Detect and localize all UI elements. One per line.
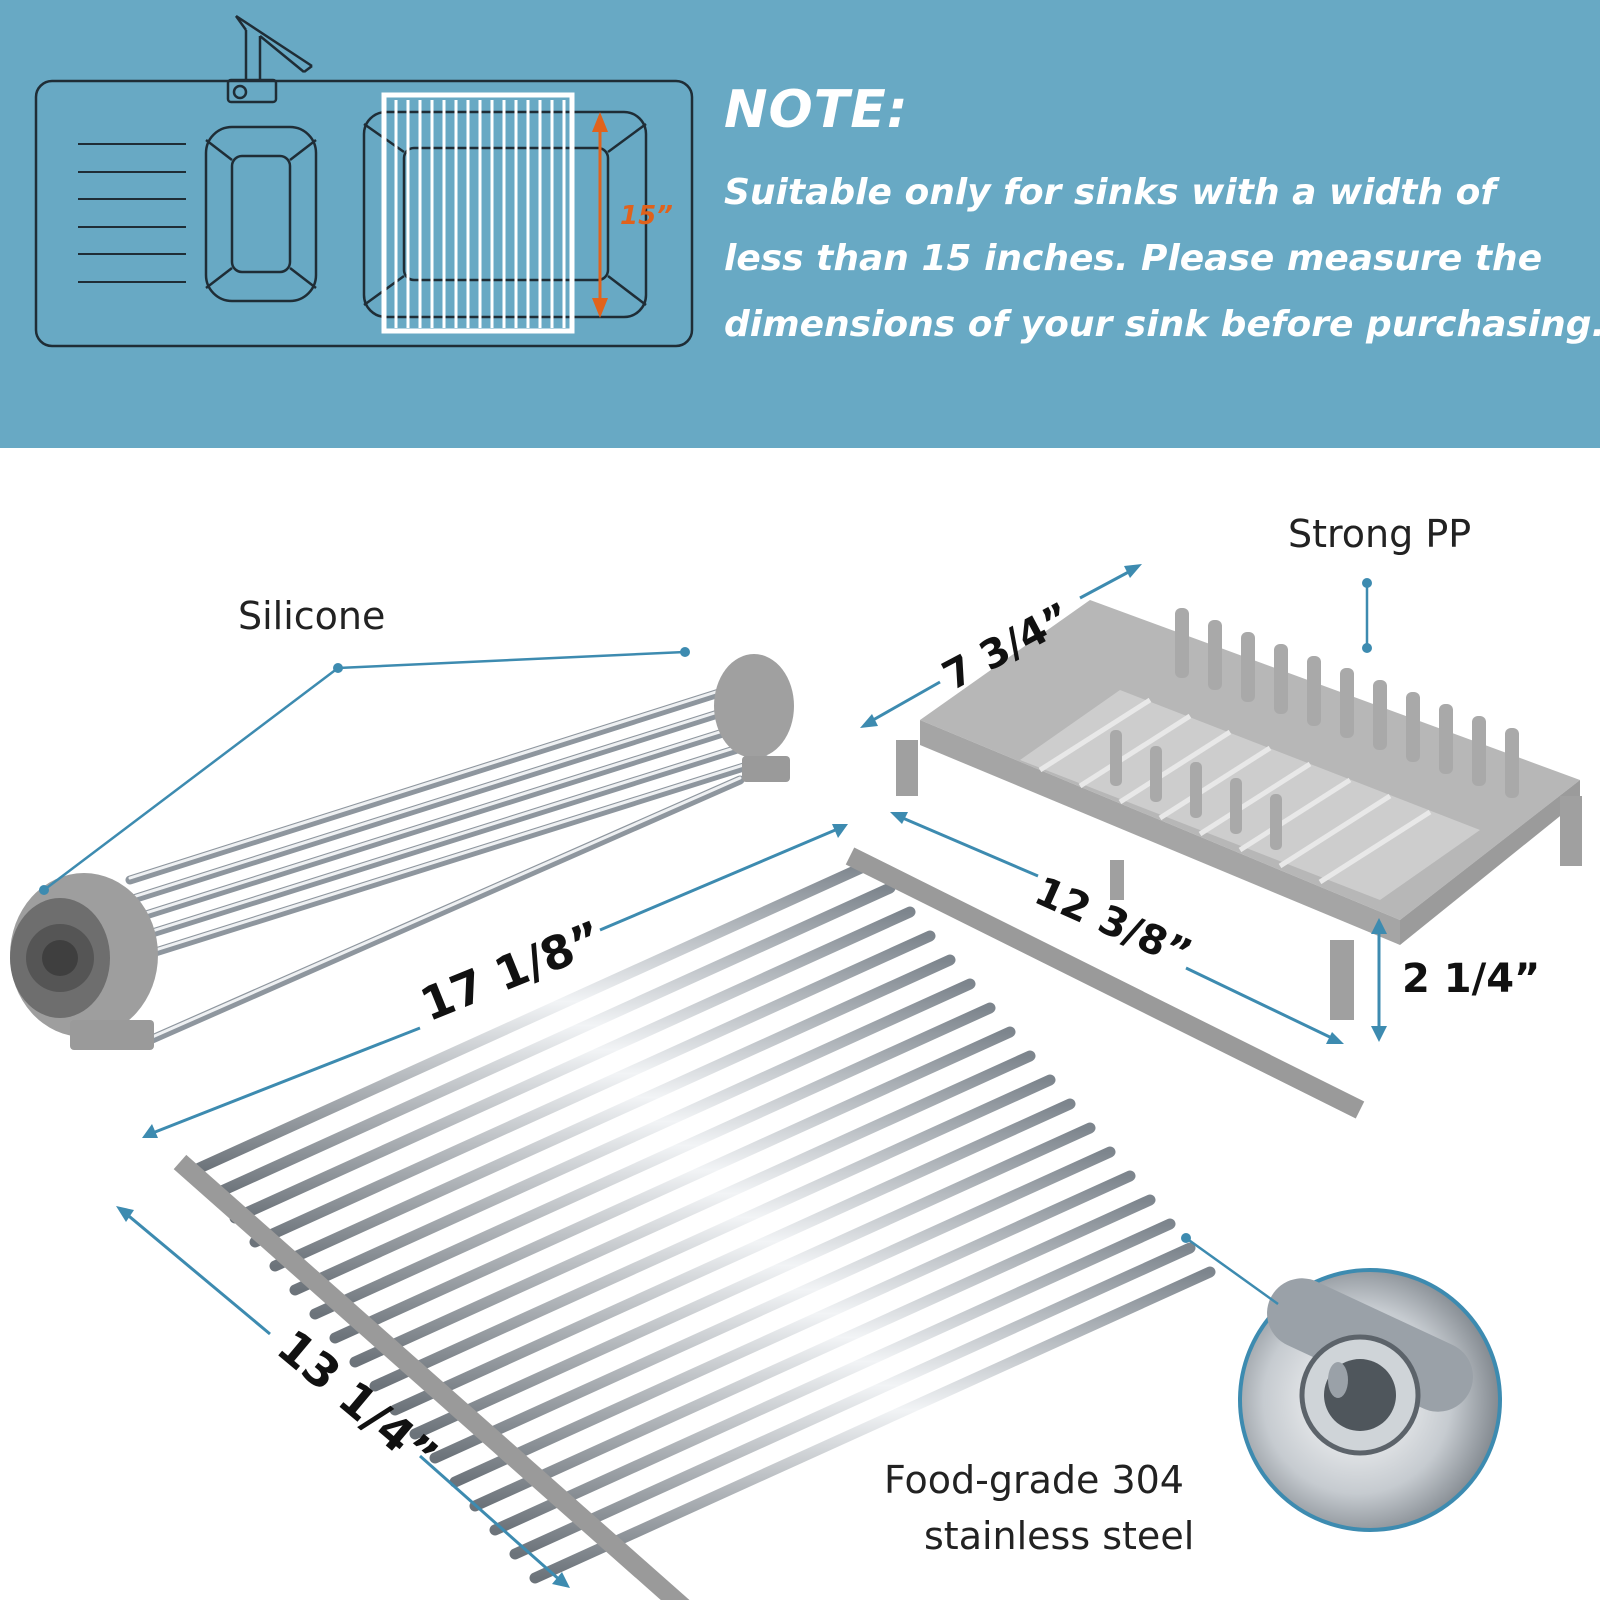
note-title: NOTE: bbox=[724, 80, 909, 140]
steel-label-line2: stainless steel bbox=[924, 1514, 1195, 1558]
silicone-label: Silicone bbox=[238, 594, 386, 638]
steel-tube-closeup-icon bbox=[1238, 1268, 1502, 1532]
note-line-1: Suitable only for sinks with a width of bbox=[724, 172, 1497, 213]
mat-on-sink bbox=[381, 92, 575, 334]
drain-board-lines bbox=[78, 143, 186, 283]
note-banner bbox=[0, 0, 1600, 448]
rack-height-dimension: 2 1/4” bbox=[1402, 956, 1541, 1002]
faucet-icon bbox=[226, 14, 313, 104]
dish-rack-icon bbox=[896, 600, 1582, 1020]
sink-diagram: 15” bbox=[34, 14, 694, 348]
sink-width-arrow bbox=[592, 112, 608, 318]
countertop-outline bbox=[34, 79, 694, 348]
roll-mat-icon bbox=[10, 654, 794, 1050]
dimension-arrows bbox=[116, 564, 1387, 1588]
callout-lines bbox=[39, 578, 1372, 1306]
strong-pp-label: Strong PP bbox=[1288, 512, 1472, 556]
steel-label-line1: Food-grade 304 bbox=[884, 1458, 1184, 1502]
note-line-3: dimensions of your sink before purchasin… bbox=[724, 304, 1600, 345]
sink-width-label: 15” bbox=[620, 201, 673, 231]
note-line-2: less than 15 inches. Please measure the bbox=[724, 238, 1543, 279]
sink-icon bbox=[204, 125, 318, 303]
product-illustration bbox=[10, 564, 1582, 1600]
flat-mat-icon bbox=[173, 847, 1365, 1600]
